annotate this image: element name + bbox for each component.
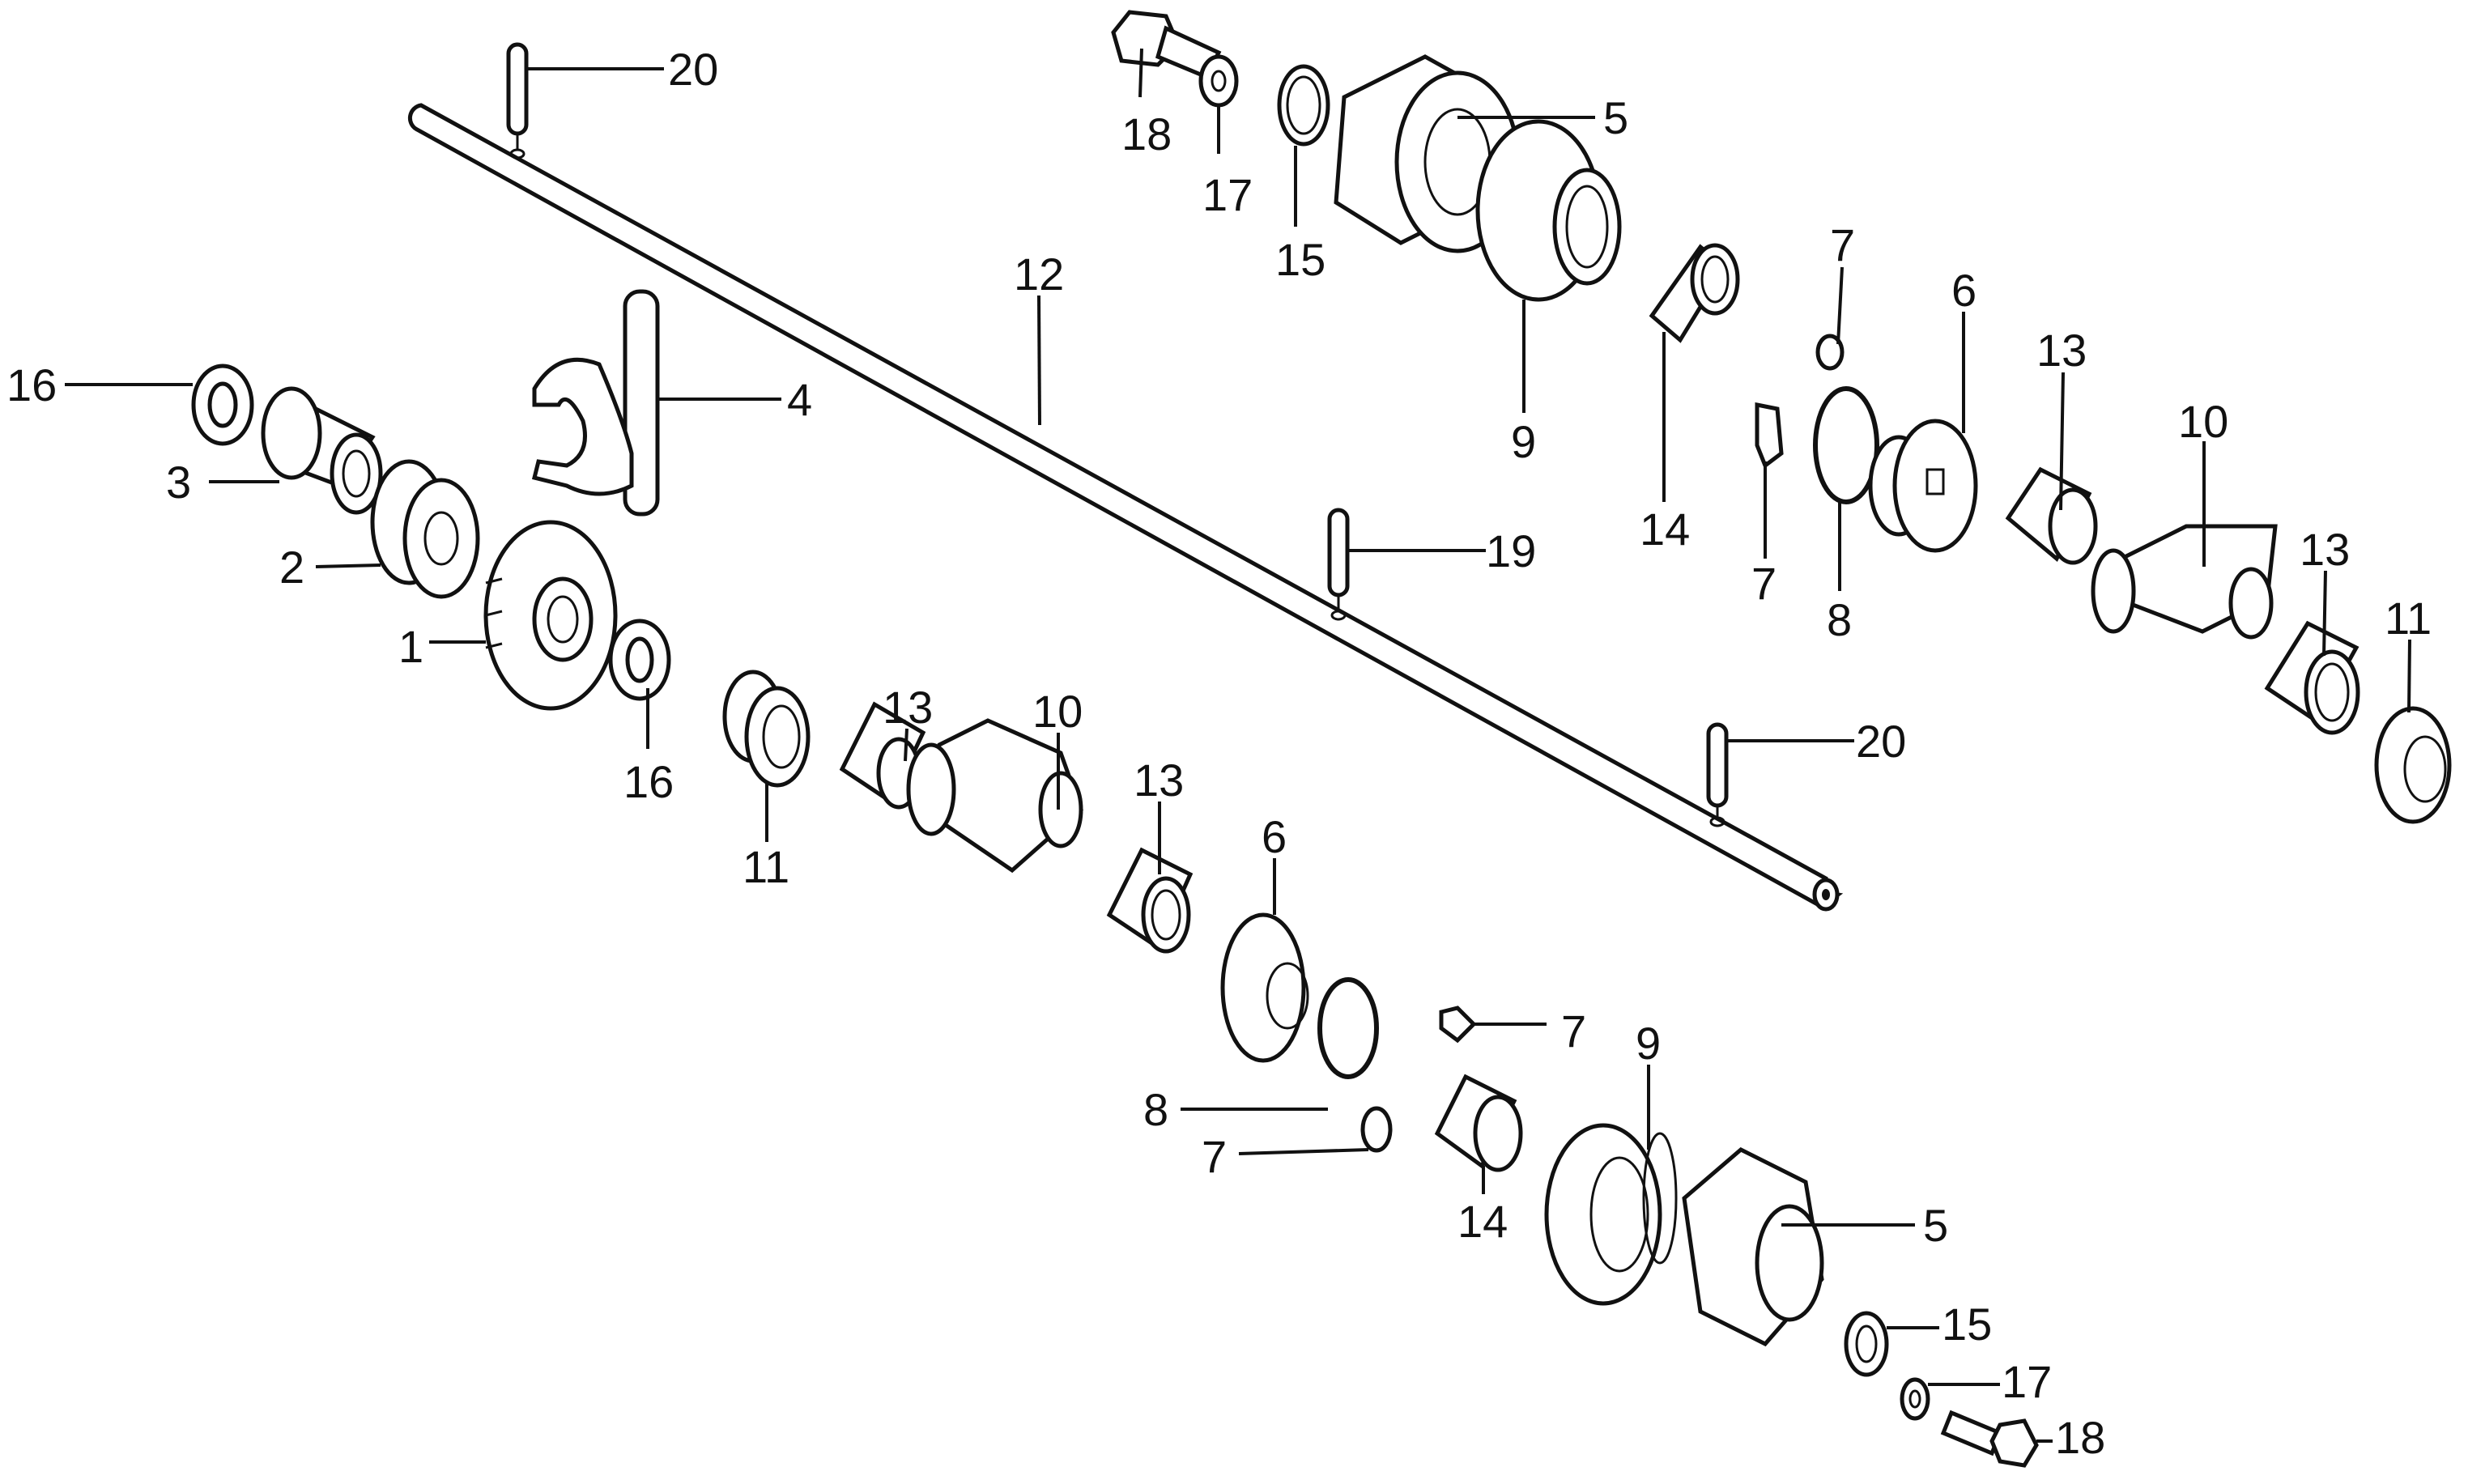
collar-14-lower bbox=[1434, 1074, 1523, 1172]
gear-1 bbox=[483, 520, 618, 711]
callout-1: 1 bbox=[398, 621, 423, 672]
callout-11-lower: 11 bbox=[743, 841, 789, 892]
callout-5-top: 5 bbox=[1603, 92, 1628, 143]
needle-bearing-3 bbox=[261, 386, 383, 515]
key-7-lower-b bbox=[1360, 1106, 1393, 1153]
callout-8-top: 8 bbox=[1827, 594, 1852, 645]
callout-18-lower: 18 bbox=[2055, 1412, 2105, 1463]
bearing-cup-9-lower bbox=[1544, 1123, 1678, 1306]
thrust-washer-15-top bbox=[1277, 64, 1330, 147]
sleeve-10-lower bbox=[906, 718, 1083, 874]
callout-7-lower-a: 7 bbox=[1561, 1006, 1586, 1057]
callout-6-top: 6 bbox=[1951, 265, 1977, 316]
cam-6-lower bbox=[1220, 912, 1309, 1063]
callout-12: 12 bbox=[1014, 249, 1064, 300]
pin-19 bbox=[1327, 508, 1350, 621]
callout-13-top-b: 13 bbox=[2300, 524, 2350, 575]
callout-14-top: 14 bbox=[1640, 504, 1690, 555]
callout-14-lower: 14 bbox=[1457, 1196, 1508, 1247]
seal-11-lower bbox=[722, 670, 811, 788]
snap-ring-8-top bbox=[1813, 386, 1879, 504]
callout-9-top: 9 bbox=[1511, 416, 1536, 467]
callout-16-left: 16 bbox=[6, 359, 57, 410]
callout-20-top: 20 bbox=[668, 44, 718, 95]
callout-17-top: 17 bbox=[1202, 169, 1253, 220]
callout-7-top-b: 7 bbox=[1751, 558, 1777, 609]
callout-2: 2 bbox=[279, 542, 304, 593]
callout-6-lower: 6 bbox=[1262, 811, 1287, 862]
callout-13-top-a: 13 bbox=[2036, 325, 2087, 376]
callout-15-top: 15 bbox=[1275, 234, 1325, 285]
washer-17-top bbox=[1198, 54, 1239, 108]
callout-17-lower: 17 bbox=[2002, 1356, 2052, 1407]
callout-7-lower-b: 7 bbox=[1202, 1131, 1227, 1182]
callout-19: 19 bbox=[1486, 525, 1536, 576]
bearing-cup-9-top bbox=[1475, 119, 1622, 302]
seal-11-top bbox=[2374, 706, 2452, 824]
bushing-13-lower-b bbox=[1106, 847, 1194, 954]
callout-labels: 20 18 17 15 5 12 16 4 3 2 1 16 7 6 13 10… bbox=[6, 44, 2432, 1463]
callout-9-lower: 9 bbox=[1636, 1018, 1661, 1069]
washer-16-lower bbox=[608, 619, 671, 701]
snap-ring-8-lower bbox=[1317, 977, 1379, 1079]
bushing-13-top-a bbox=[2005, 466, 2098, 565]
shaft-12 bbox=[407, 103, 1844, 912]
gear-5-lower bbox=[1682, 1147, 1824, 1347]
callout-7-top-a: 7 bbox=[1830, 219, 1855, 270]
collar-14-top bbox=[1649, 243, 1740, 343]
pin-20-top bbox=[506, 42, 529, 159]
key-7-top-a bbox=[1815, 334, 1845, 371]
callout-8-lower: 8 bbox=[1143, 1084, 1168, 1135]
sleeve-10-top bbox=[2091, 524, 2278, 640]
callout-11-top: 11 bbox=[2385, 593, 2432, 644]
washer-16-left bbox=[191, 364, 254, 446]
leader-lines bbox=[65, 48, 2411, 1443]
callout-13-lower-a: 13 bbox=[883, 682, 933, 733]
callout-20-right: 20 bbox=[1856, 716, 1906, 767]
dog-clutch-2 bbox=[370, 459, 480, 599]
callout-15-lower: 15 bbox=[1942, 1299, 1992, 1350]
key-7-top-b bbox=[1755, 402, 1784, 469]
key-7-lower-a bbox=[1439, 1006, 1477, 1044]
washer-17-lower bbox=[1900, 1377, 1930, 1421]
callout-3: 3 bbox=[166, 457, 191, 508]
thrust-washer-15-lower bbox=[1844, 1311, 1889, 1377]
shift-fork-4 bbox=[531, 289, 660, 517]
callout-18-top: 18 bbox=[1121, 108, 1172, 159]
callout-5-lower: 5 bbox=[1923, 1200, 1948, 1251]
callout-13-lower-b: 13 bbox=[1134, 755, 1184, 806]
cam-6-top bbox=[1868, 419, 1978, 553]
callout-10-lower: 10 bbox=[1032, 686, 1083, 737]
bushing-13-top-b bbox=[2264, 620, 2360, 735]
callout-4: 4 bbox=[787, 374, 812, 425]
callout-16-lower: 16 bbox=[623, 756, 674, 807]
pin-20-right bbox=[1706, 722, 1729, 827]
callout-10-top: 10 bbox=[2178, 396, 2228, 447]
bolt-18-lower bbox=[1940, 1410, 2039, 1468]
